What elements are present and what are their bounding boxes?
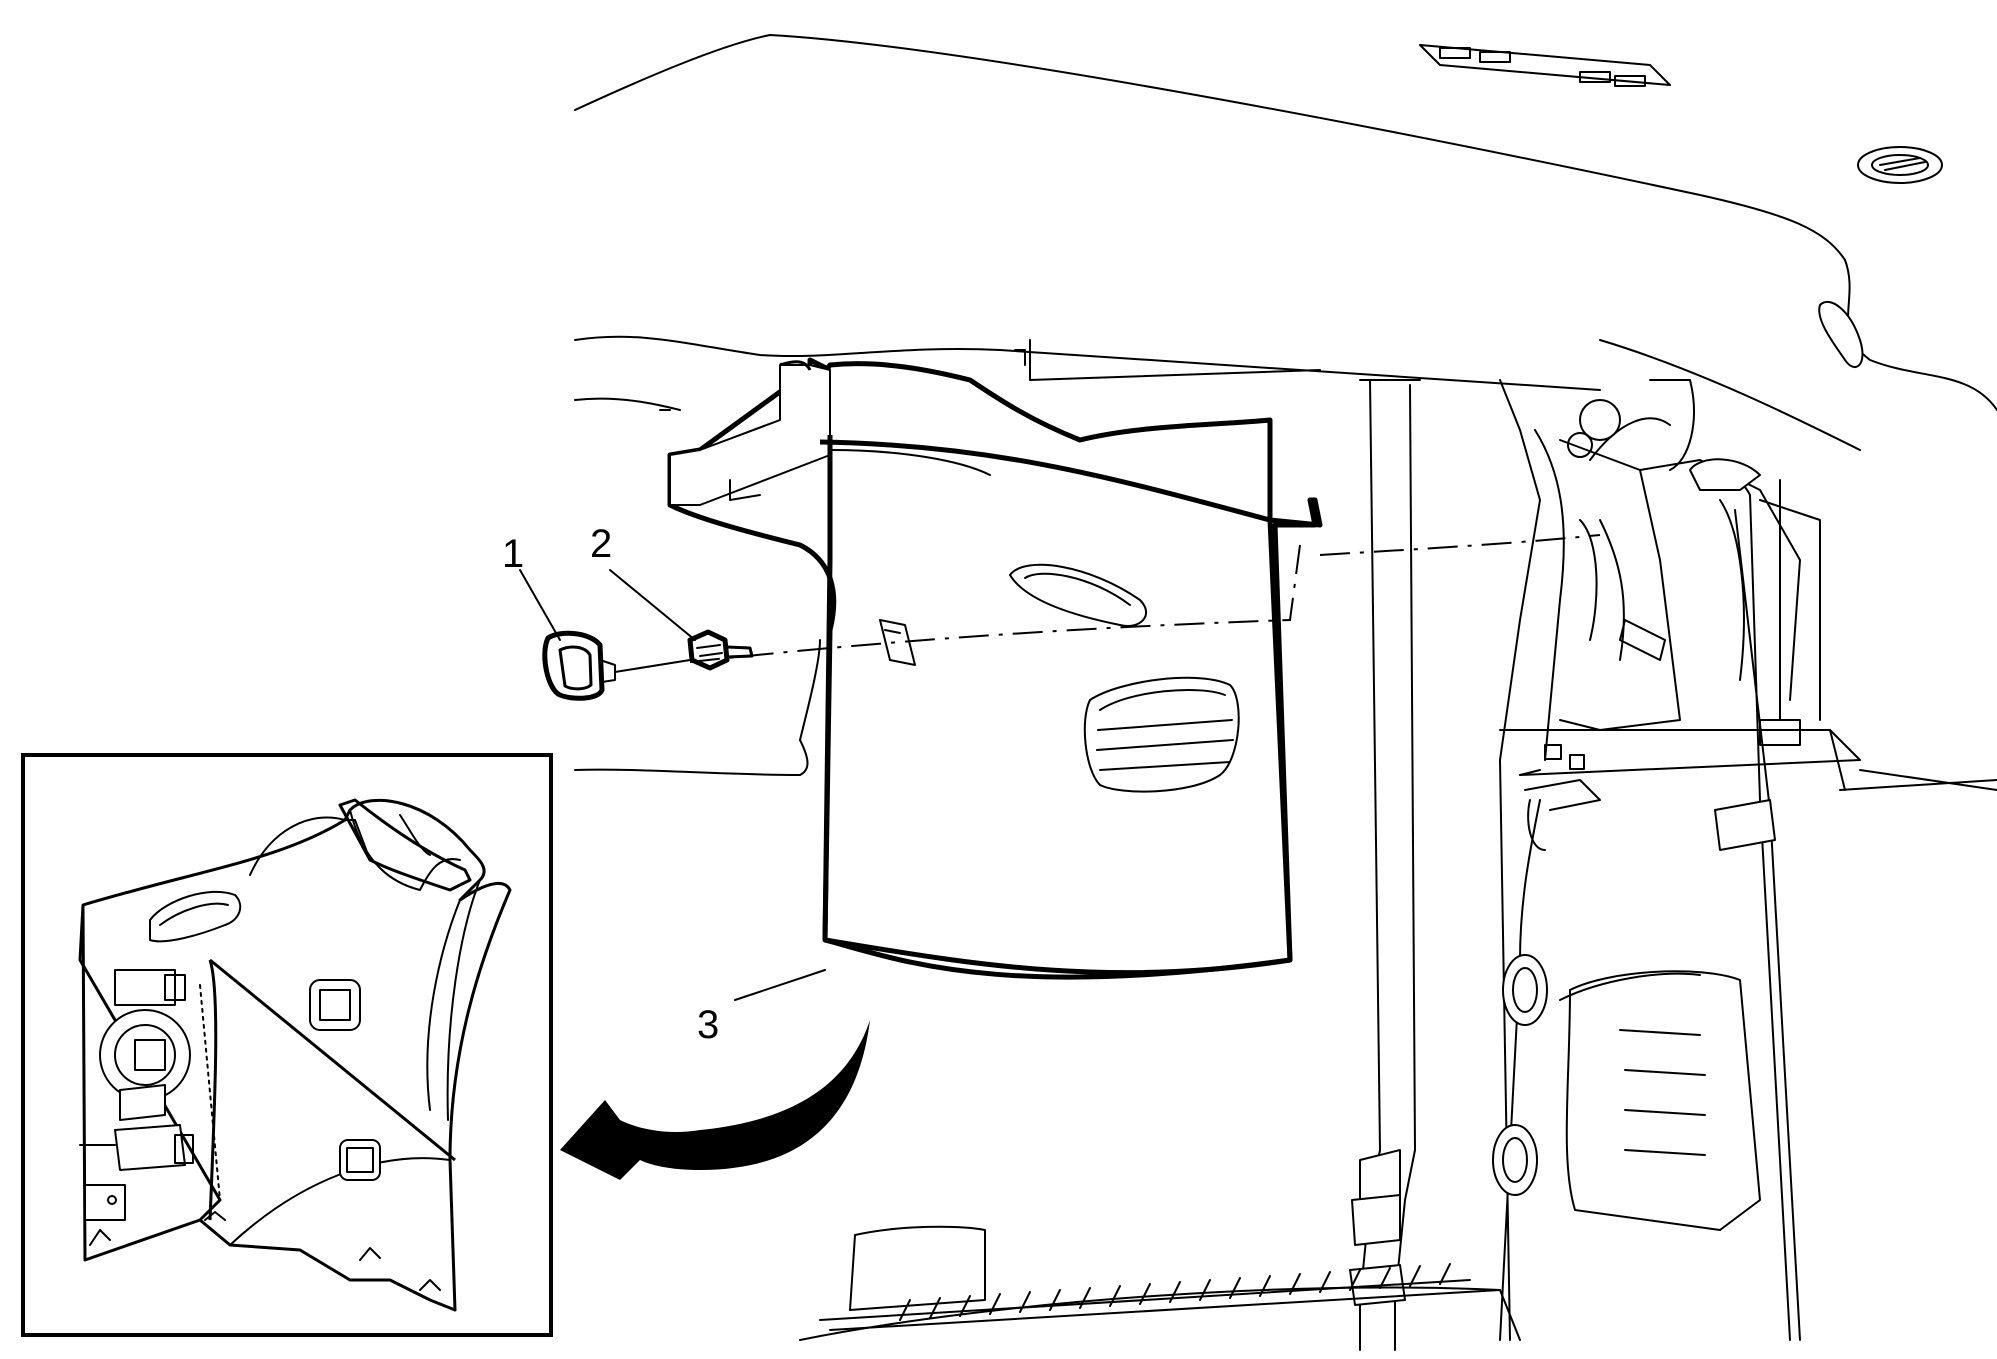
- right-lower-trim: [1492, 779, 1761, 1341]
- round-vent: [1857, 146, 1943, 184]
- coat-hook: [1818, 300, 1864, 368]
- speaker-grille: [1083, 676, 1240, 793]
- bolt-part: [687, 629, 754, 671]
- leader-lines: [519, 569, 826, 1001]
- callout-label-1: 1: [502, 532, 524, 576]
- trim-panel-main: [667, 357, 1323, 980]
- removal-arrow: [560, 1020, 870, 1180]
- callout-label-2: 2: [590, 522, 612, 566]
- headliner: [574, 34, 1997, 451]
- assembly-axis-line-right: [1319, 534, 1601, 556]
- assembly-axis-line: [689, 544, 1301, 663]
- cargo-floor: [799, 1225, 1521, 1341]
- floor-ribs: [899, 1263, 1451, 1321]
- callout-label-3: 3: [697, 1003, 719, 1047]
- left-body-contour: [574, 339, 1321, 776]
- seat-belts: [1349, 379, 1801, 1351]
- detail-inset: [21, 753, 553, 1337]
- dome-light: [1419, 44, 1671, 87]
- trim-cap-part: [542, 630, 616, 701]
- rear-body-structure: [1499, 379, 1997, 1341]
